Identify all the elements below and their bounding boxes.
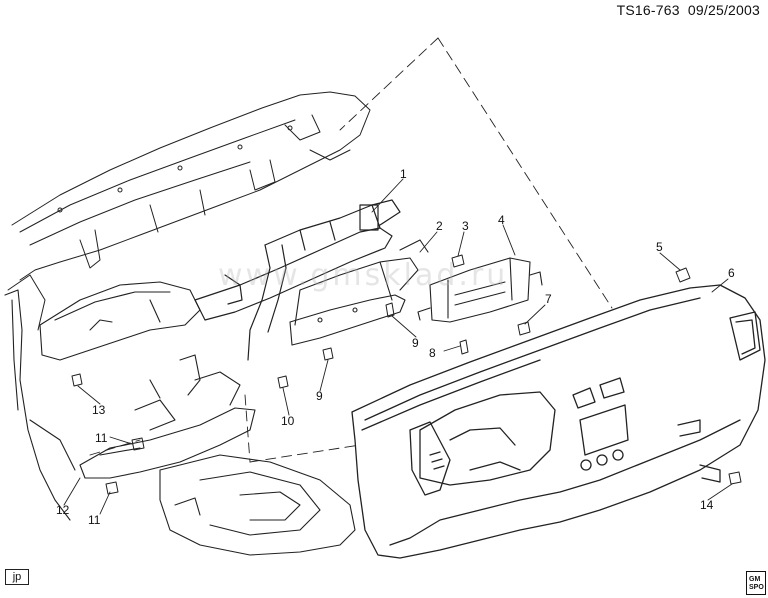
callout-14: 14 [700, 498, 714, 512]
left-knee-bracket [39, 281, 201, 361]
gm-spo-logo: GM SPO [746, 571, 766, 595]
callout-9a: 9 [412, 336, 419, 350]
logo-line-1: GM [749, 576, 761, 583]
dashed-leader-lines [89, 37, 613, 463]
radio-mount-bracket [417, 257, 543, 323]
callout-labels: 1 2 3 4 5 6 7 8 9 9 10 11 11 12 13 14 [56, 167, 735, 527]
callout-10: 10 [281, 414, 295, 428]
callout-5: 5 [656, 240, 663, 254]
callout-1: 1 [400, 167, 407, 181]
floor-pan [159, 454, 356, 556]
callout-7: 7 [545, 292, 552, 306]
drawing-id: TS16-763 [616, 2, 680, 18]
steering-column-support [79, 354, 256, 479]
callout-4: 4 [498, 213, 505, 227]
author-badge: jp [5, 569, 29, 585]
center-support-bracket [289, 239, 429, 346]
watermark-text: www.gmsklad.ru [218, 258, 509, 293]
fasteners [71, 254, 742, 495]
drawing-header: TS16-763 09/25/2003 [617, 2, 760, 18]
callout-6: 6 [728, 266, 735, 280]
cross-car-beam [194, 199, 401, 361]
cowl-firewall-panel [7, 91, 371, 331]
drawing-date: 09/25/2003 [687, 2, 760, 18]
callout-11a: 11 [95, 431, 108, 445]
left-body-pillar [4, 289, 76, 521]
callout-8: 8 [429, 346, 436, 360]
callout-leaders [63, 178, 733, 515]
callout-12: 12 [56, 503, 70, 517]
callout-2: 2 [436, 219, 443, 233]
callout-9b: 9 [316, 389, 323, 403]
callout-13: 13 [92, 403, 106, 417]
callout-3: 3 [462, 219, 469, 233]
logo-line-2: SPO [749, 584, 764, 591]
instrument-panel [351, 284, 766, 559]
callout-11b: 11 [88, 513, 101, 527]
